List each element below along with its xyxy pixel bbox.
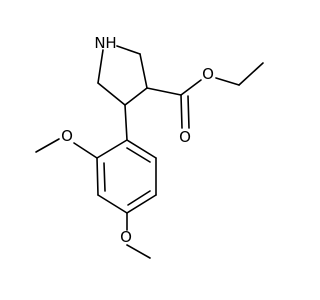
bond-carbonyl-double-2 — [187, 95, 190, 129]
hydrogen-atom-label: H — [105, 34, 116, 52]
bond-C5-N1 — [97, 49, 104, 84]
bond-ar-inner-2-3 — [103, 162, 106, 192]
ester-oxygen-label: O — [202, 65, 214, 83]
amine-label: N H — [94, 34, 116, 52]
bond-C3-C4 — [124, 87, 148, 106]
methoxy-oxygen-label-ortho: O — [61, 127, 73, 145]
bond-C3-Ccarbonyl — [146, 87, 182, 96]
bond-ar-6-1 — [126, 139, 157, 159]
bond-Ccarbonyl-Oester — [180, 79, 202, 96]
chemical-structure-diagram: N H O O O O — [35, 34, 264, 259]
carbonyl-oxygen-label: O — [179, 128, 191, 146]
bond-N1-C2 — [116, 45, 141, 55]
bond-CH2-CH3 — [238, 62, 264, 86]
bond-ar-inner-6-1 — [126, 147, 151, 163]
bond-ar-1-2 — [96, 139, 128, 159]
bond-ar-inner-4-5 — [127, 190, 151, 206]
bond-C2-C3 — [139, 53, 148, 89]
bond-ar-2-3 — [96, 157, 99, 196]
bond-ar2-Omethoxy — [73, 142, 98, 159]
nitrogen-atom-label: N — [94, 34, 105, 52]
methoxy-oxygen-label-para: O — [120, 228, 132, 246]
bond-C4-C5 — [97, 82, 126, 106]
bond-Oester-CH2 — [215, 77, 240, 86]
bond-ar-4-5 — [126, 194, 157, 214]
bond-Omethoxy-CH3-bottom — [126, 244, 151, 259]
bond-C4-aryl — [124, 104, 128, 141]
bond-carbonyl-double-1 — [180, 94, 183, 129]
bond-ar-3-4 — [97, 194, 128, 214]
bond-Omethoxy-CH3-top — [35, 138, 60, 153]
structure-canvas: N H O O O O — [35, 34, 264, 259]
